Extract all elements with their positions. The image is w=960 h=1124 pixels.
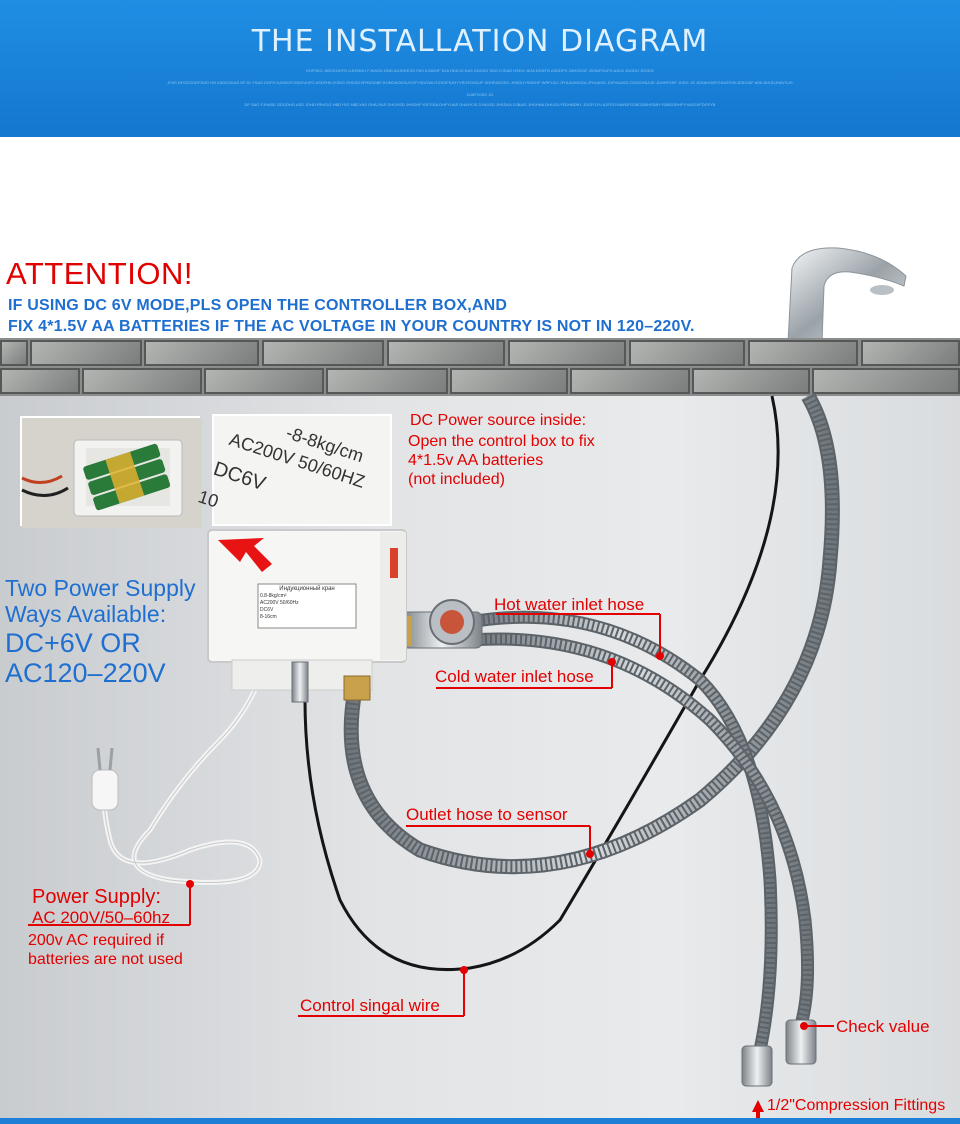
dc-power-title: DC Power source inside:	[410, 412, 587, 429]
power-supply-title: Power Supply:	[32, 886, 161, 908]
attention-line-1: IF USING DC 6V MODE,PLS OPEN THE CONTROL…	[8, 297, 508, 314]
hot-water-label: Hot water inlet hose	[494, 595, 645, 614]
dc-power-note: Open the control box to fix 4*1.5v AA ba…	[408, 433, 595, 488]
brick-wall	[0, 338, 960, 396]
control-wire-label: Control singal wire	[300, 996, 440, 1015]
banner-subtext: DJAFHJSD JD	[466, 92, 494, 97]
plug-icon	[91, 769, 119, 811]
power-ways-line-2: Ways Available:	[5, 601, 167, 627]
check-valve-label: Check value	[836, 1017, 930, 1036]
banner-subtext: KHFSKG JKDGHJKFD KJHSDKJ FJKASG DNG ASJD…	[306, 68, 654, 73]
banner-subtext: JFAS DFGDSGDFSGD HG ASDDGKAS DFJG YSAG D…	[167, 80, 793, 85]
banner-subtext: DF SAG FJHASE GDGDHG ASD JDHDYRHGIG HBDY…	[244, 102, 716, 107]
compression-fitting-label: 1/2"Compression Fittings	[767, 1097, 946, 1114]
faucet-icon	[787, 247, 907, 343]
power-supply-note: 200v AC required if batteries are not us…	[28, 932, 183, 968]
battery-photo	[20, 416, 202, 528]
cold-water-hose	[471, 634, 813, 1030]
power-supply-ac: AC 200V/50–60hz	[32, 908, 170, 927]
page-title: THE INSTALLATION DIAGRAM	[251, 24, 709, 59]
cold-water-label: Cold water inlet hose	[435, 667, 594, 686]
arrow-icon	[218, 538, 272, 572]
spec-label-photo: -8-8kg/cm AC200V 50/60HZ DC6V 10	[196, 414, 392, 526]
faucet-wire	[303, 395, 780, 972]
power-ways-line-3: DC+6V OR	[5, 628, 141, 658]
bottom-bar	[0, 1118, 960, 1124]
controller-label: Индукционный кран 0.8-8kg/cm² AC200V 50/…	[260, 586, 335, 620]
up-arrow-icon	[752, 1100, 764, 1118]
compression-fitting	[741, 1045, 773, 1087]
outlet-hose-label: Outlet hose to sensor	[406, 805, 568, 824]
header-banner: THE INSTALLATION DIAGRAM KHFSKG JKDGHJKF…	[0, 0, 960, 137]
check-valve	[785, 1019, 817, 1065]
attention-heading: ATTENTION!	[6, 256, 193, 291]
power-ways-line-1: Two Power Supply	[5, 575, 196, 601]
power-ways-line-4: AC120–220V	[5, 658, 166, 688]
attention-line-2: FIX 4*1.5V AA BATTERIES IF THE AC VOLTAG…	[8, 318, 695, 335]
